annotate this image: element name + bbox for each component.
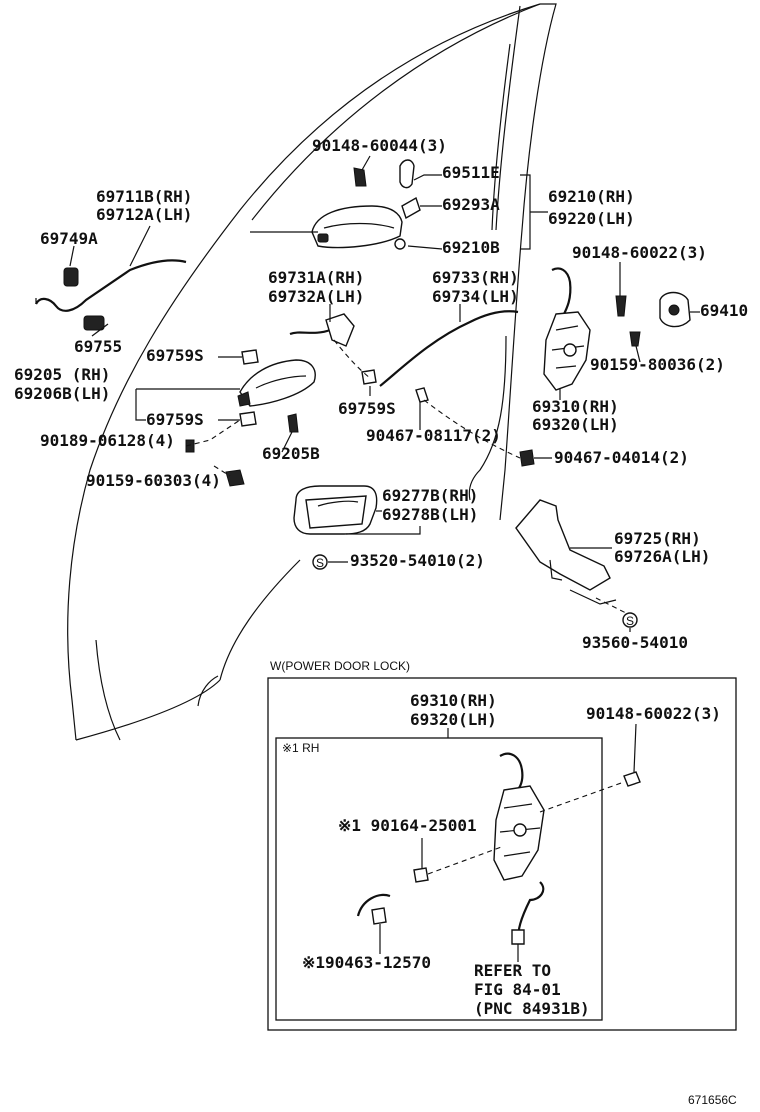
- screw-s-mark-2: S: [626, 614, 634, 628]
- inset-power-door-lock: W(POWER DOOR LOCK) ※1 RH: [267, 659, 737, 1031]
- part-label-l15: 69410: [700, 301, 748, 320]
- part-label-i3: 90148-60022(3): [586, 704, 721, 723]
- part-label-i6: REFER TO: [474, 961, 551, 980]
- inset-title: W(POWER DOOR LOCK): [270, 659, 410, 673]
- part-label-l29: 90159-60303(4): [86, 471, 221, 490]
- bracket-69725: S: [515, 499, 638, 632]
- part-label-l2: 69511E: [442, 163, 500, 182]
- outside-handle: [250, 155, 548, 250]
- part-label-l5: 69210(RH): [548, 187, 635, 206]
- part-label-l11: 69731A(RH): [268, 268, 364, 287]
- part-label-l22: 69310(RH): [532, 397, 619, 416]
- part-label-l10: 90148-60022(3): [572, 243, 707, 262]
- inset-sub-title: ※1 RH: [282, 741, 319, 755]
- part-label-l28: 90467-04014(2): [554, 448, 689, 467]
- part-label-l13: 69733(RH): [432, 268, 519, 287]
- part-label-l14: 69734(LH): [432, 287, 519, 306]
- part-label-l32: 69725(RH): [614, 529, 701, 548]
- part-label-l4: 69210B: [442, 238, 500, 257]
- part-label-l7: 69711B(RH): [96, 187, 192, 206]
- part-label-l30: 69277B(RH): [382, 486, 478, 505]
- part-label-l21: 69759S: [338, 399, 396, 418]
- part-label-l6: 69220(LH): [548, 209, 635, 228]
- part-label-l9: 69749A: [40, 229, 98, 248]
- part-label-l1: 90148-60044(3): [312, 136, 447, 155]
- part-label-l27: 69205B: [262, 444, 320, 463]
- part-label-l31: 69278B(LH): [382, 505, 478, 524]
- part-label-l8: 69712A(LH): [96, 205, 192, 224]
- part-label-l16: 69755: [74, 337, 122, 356]
- screw-s-mark-1: S: [316, 556, 324, 570]
- rods-69731-69733: [289, 304, 521, 501]
- part-label-l26: 90467-08117(2): [366, 426, 501, 445]
- rod-69711b: [35, 225, 187, 337]
- part-label-l33: 69726A(LH): [614, 547, 710, 566]
- part-label-l20: 69206B(LH): [14, 384, 110, 403]
- figure-code: 671656C: [688, 1093, 737, 1107]
- part-label-l19: 69205 (RH): [14, 365, 110, 384]
- part-label-i8: (PNC 84931B): [474, 999, 590, 1018]
- part-label-i2: 69320(LH): [410, 710, 497, 729]
- part-label-i1: 69310(RH): [410, 691, 497, 710]
- part-label-l25: 90189-06128(4): [40, 431, 175, 450]
- inset-labels: 69310(RH)69320(LH) 90148-60022(3) ※1 90164…: [302, 691, 721, 1018]
- door-outline: [67, 3, 557, 741]
- part-label-l23: 69320(LH): [532, 415, 619, 434]
- part-label-l3: 69293A: [442, 195, 500, 214]
- part-label-l18: 90159-80036(2): [590, 355, 725, 374]
- part-label-i7: FIG 84-01: [474, 980, 561, 999]
- door-lock-69310: [519, 262, 700, 467]
- inside-handle-69205: [135, 349, 316, 487]
- part-label-l35: 93560-54010: [582, 633, 688, 652]
- main-labels: 90148-60044(3) 69511E 69293A 69210B 69210(RH…: [14, 136, 748, 652]
- part-label-l24: 69759S: [146, 410, 204, 429]
- bezel-69277b: S: [293, 485, 421, 570]
- part-label-i4: ※1 90164-25001: [338, 816, 477, 835]
- part-label-l34: 93520-54010(2): [350, 551, 485, 570]
- part-label-l12: 69732A(LH): [268, 287, 364, 306]
- part-label-i5: ※190463-12570: [302, 953, 431, 972]
- part-label-l17: 69759S: [146, 346, 204, 365]
